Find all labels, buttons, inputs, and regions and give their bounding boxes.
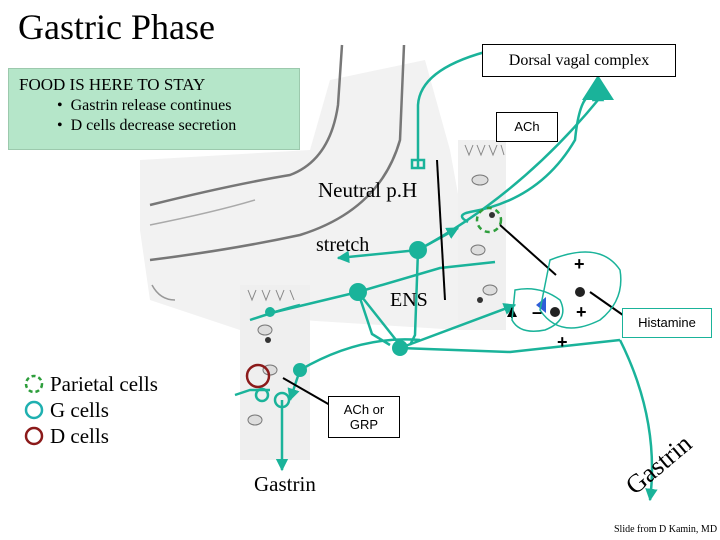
gland-top-right <box>458 140 506 330</box>
plus-sign-mid: + <box>576 302 587 322</box>
plus-sign-low: + <box>557 332 568 352</box>
g-cell-marker <box>254 387 270 403</box>
info-box: FOOD IS HERE TO STAY • Gastrin release c… <box>8 68 300 150</box>
ach-grp-line2: GRP <box>349 417 379 432</box>
dorsal-vagal-triangle-icon <box>582 75 614 100</box>
ach-box: ACh <box>496 112 558 142</box>
cell-markers <box>245 75 614 409</box>
legend-parietal-icon <box>24 374 44 394</box>
gastrin-left-label: Gastrin <box>254 472 316 496</box>
legend-d-cell-label: D cells <box>50 424 109 448</box>
vagal-neuron-node <box>409 241 427 259</box>
ach-grp-box: ACh or GRP <box>328 396 400 438</box>
dorsal-vagal-box: Dorsal vagal complex <box>482 44 676 77</box>
histamine-box: Histamine <box>622 308 712 338</box>
ens-neuron-node <box>349 283 367 301</box>
legend-g-cell-label: G cells <box>50 398 109 422</box>
legend-g-cell-icon <box>24 400 44 420</box>
dorsal-vagal-label: Dorsal vagal complex <box>508 52 650 69</box>
legend-icons <box>24 374 44 446</box>
histamine-label: Histamine <box>638 315 696 330</box>
ens-quaternary-node <box>265 307 275 317</box>
plus-sign-top: + <box>574 254 585 274</box>
minus-sign: – <box>532 302 543 322</box>
stretch-label: stretch <box>316 234 370 256</box>
ecl-cell-illustration <box>511 251 622 332</box>
ach-grp-line1: ACh or <box>343 402 385 417</box>
ens-tertiary-node <box>293 363 307 377</box>
ens-label: ENS <box>390 289 428 311</box>
d-cell-marker <box>245 363 271 389</box>
slide-title: Gastric Phase <box>18 7 215 47</box>
info-box-heading: FOOD IS HERE TO STAY <box>19 75 206 94</box>
info-box-bullet-1-text: Gastrin release continues <box>70 97 232 114</box>
stomach-illustration <box>140 44 470 330</box>
ens-secondary-node <box>392 340 408 356</box>
info-box-bullet-2: • D cells decrease secretion <box>57 117 237 134</box>
legend-parietal-label: Parietal cells <box>50 372 158 396</box>
info-box-bullet-1: • Gastrin release continues <box>57 97 232 114</box>
g-cell-marker-2 <box>273 391 291 409</box>
parietal-cell-marker <box>475 206 503 234</box>
ach-label: ACh <box>514 119 540 134</box>
vagal-synapse-icon <box>410 158 426 170</box>
neutral-ph-label: Neutral p.H <box>318 178 418 202</box>
slide-credit: Slide from D Kamin, MD <box>614 524 718 535</box>
info-box-bullet-2-text: D cells decrease secretion <box>70 117 237 134</box>
legend-d-cell-icon <box>24 426 44 446</box>
